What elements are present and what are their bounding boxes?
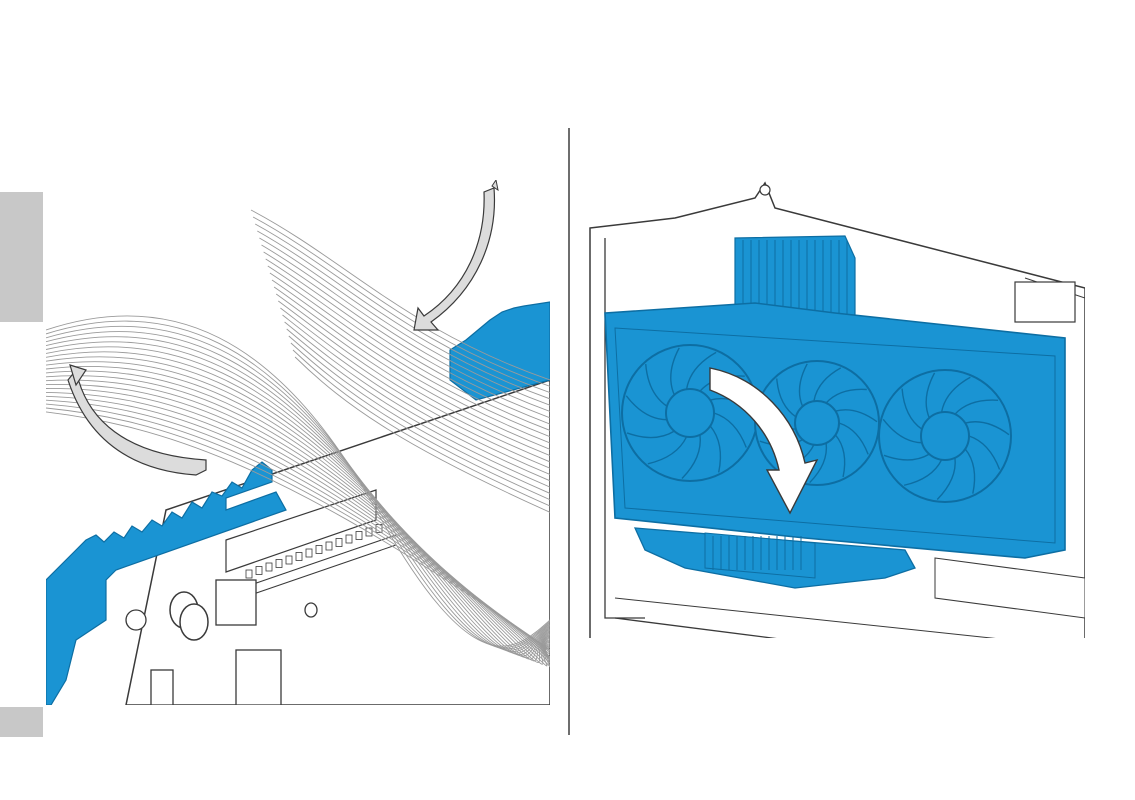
page-corner-marker [0,707,43,737]
ribbon-cable-illustration [46,180,550,705]
slot-pin [246,570,252,578]
panel-divider [568,128,570,735]
slot-pin [366,528,372,536]
slot-pin [276,560,282,568]
slot-pin [286,556,292,564]
figure-gpu-vertical-mount [585,178,1085,638]
slot-pin [326,542,332,550]
slot-pin [336,539,342,547]
slot-pin [346,535,352,543]
section-tab-marker [0,192,43,322]
slot-pin [296,553,302,561]
graphics-card [605,303,1065,558]
slot-pin [266,563,272,571]
curved-arrow-down-right-icon [414,180,498,330]
slot-pin [316,546,322,554]
figure-ribbon-cable-routing [46,180,550,705]
gpu-fan-left-icon [622,345,758,481]
slot-pin [356,532,362,540]
slot-pin [256,567,262,575]
gpu-mount-illustration [585,178,1085,638]
slot-pin [306,549,312,557]
gpu-fan-right-icon [879,370,1011,502]
